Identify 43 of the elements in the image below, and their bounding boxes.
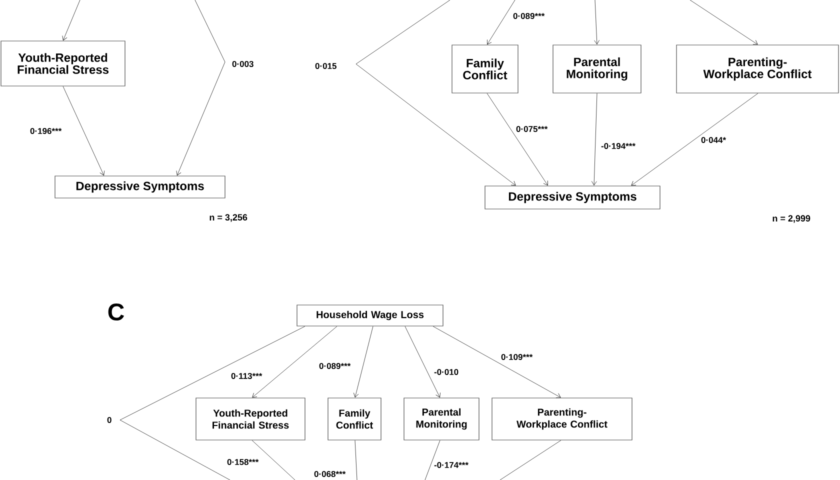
variable-box: Depressive Symptoms: [484, 186, 660, 210]
variable-box: Household Wage Loss: [296, 304, 444, 326]
variable-box: Parenting-Workplace Conflict: [492, 398, 632, 440]
edge-label: 0·196***: [29, 127, 62, 135]
edge-label: -0·010: [433, 368, 460, 376]
sample-size-label: n = 2,999: [772, 215, 810, 223]
arrow: [356, 0, 516, 186]
arrow: [690, 0, 758, 45]
arrow: [591, 93, 598, 186]
sample-size-label: n = 3,256: [210, 214, 248, 222]
arrow: [432, 326, 561, 398]
arrow: [594, 0, 600, 44]
arrow: [252, 326, 338, 398]
edge-label: 0·158***: [226, 458, 260, 466]
arrow: [353, 326, 374, 398]
variable-box: Parental Monitoring: [404, 398, 480, 440]
edge-label: 0·015: [314, 62, 338, 70]
edge-label: 0·068***: [313, 470, 346, 478]
arrow: [404, 326, 441, 398]
variable-box: Youth-Reported Financial Stress: [0, 40, 126, 86]
arrow: [487, 0, 516, 45]
variable-box: Parental Monitoring: [552, 44, 642, 94]
variable-box: Family Conflict: [328, 398, 382, 440]
variable-box: Depressive Symptoms: [54, 176, 226, 198]
edge-label: 0·089***: [318, 362, 352, 370]
edge-label: 0·003: [231, 60, 255, 68]
arrow: [62, 0, 80, 41]
edge-label: 0: [106, 416, 113, 424]
variable-box: Youth-Reported Financial Stress: [196, 398, 306, 440]
arrow: [62, 86, 105, 176]
edge-label: 0·075***: [515, 125, 548, 133]
panel-letter: C: [108, 304, 124, 320]
arrow: [631, 93, 758, 186]
variable-box: Parenting-Workplace Conflict: [676, 44, 839, 94]
edge-label: -0·194***: [600, 142, 636, 150]
edge-label: 0·109***: [500, 353, 534, 361]
edge-label: 0·113***: [230, 372, 263, 380]
edge-label: -0·174***: [433, 461, 470, 469]
edge-label: 0·089***: [512, 12, 546, 20]
arrow: [176, 0, 226, 176]
edge-label: 0·044*: [700, 136, 727, 144]
variable-box: Family Conflict: [452, 44, 518, 94]
arrow: [486, 93, 548, 186]
